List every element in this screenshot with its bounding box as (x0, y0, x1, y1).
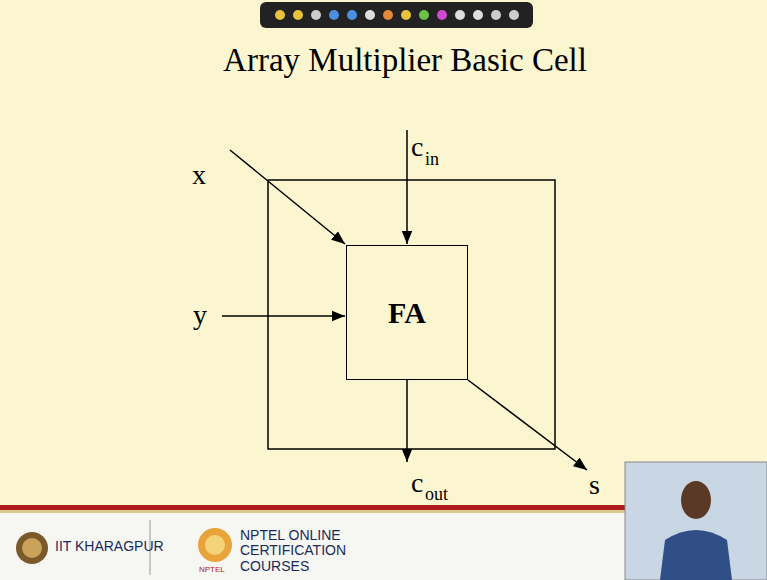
signal-name: s (589, 470, 600, 501)
iit-logo (16, 532, 48, 564)
y-wire (222, 315, 345, 317)
signal-name: x (192, 160, 206, 191)
x-wire (230, 150, 345, 244)
presenter-video (625, 462, 767, 580)
signal-name: y (193, 300, 207, 331)
institute-name: IIT KHARAGPUR (55, 539, 164, 554)
toolbar-icons (275, 10, 519, 20)
toolbar (260, 2, 533, 28)
nptel-logo (198, 528, 232, 562)
signal-name: c (411, 132, 423, 163)
course-banner: NPTEL ONLINE CERTIFICATION COURSES (240, 528, 410, 574)
cout-wire (406, 380, 408, 462)
signal-subscript: out (425, 485, 448, 505)
slide-title: Array Multiplier Basic Cell (223, 42, 587, 78)
signal-name: c (411, 468, 423, 499)
full-adder-box: FA (346, 245, 468, 380)
s-wire (468, 380, 587, 470)
node-label: FA (388, 296, 426, 330)
cell-outline (268, 180, 555, 449)
cin-wire (406, 130, 408, 244)
signal-subscript: in (425, 150, 439, 170)
nptel-mark: NPTEL (199, 566, 225, 575)
